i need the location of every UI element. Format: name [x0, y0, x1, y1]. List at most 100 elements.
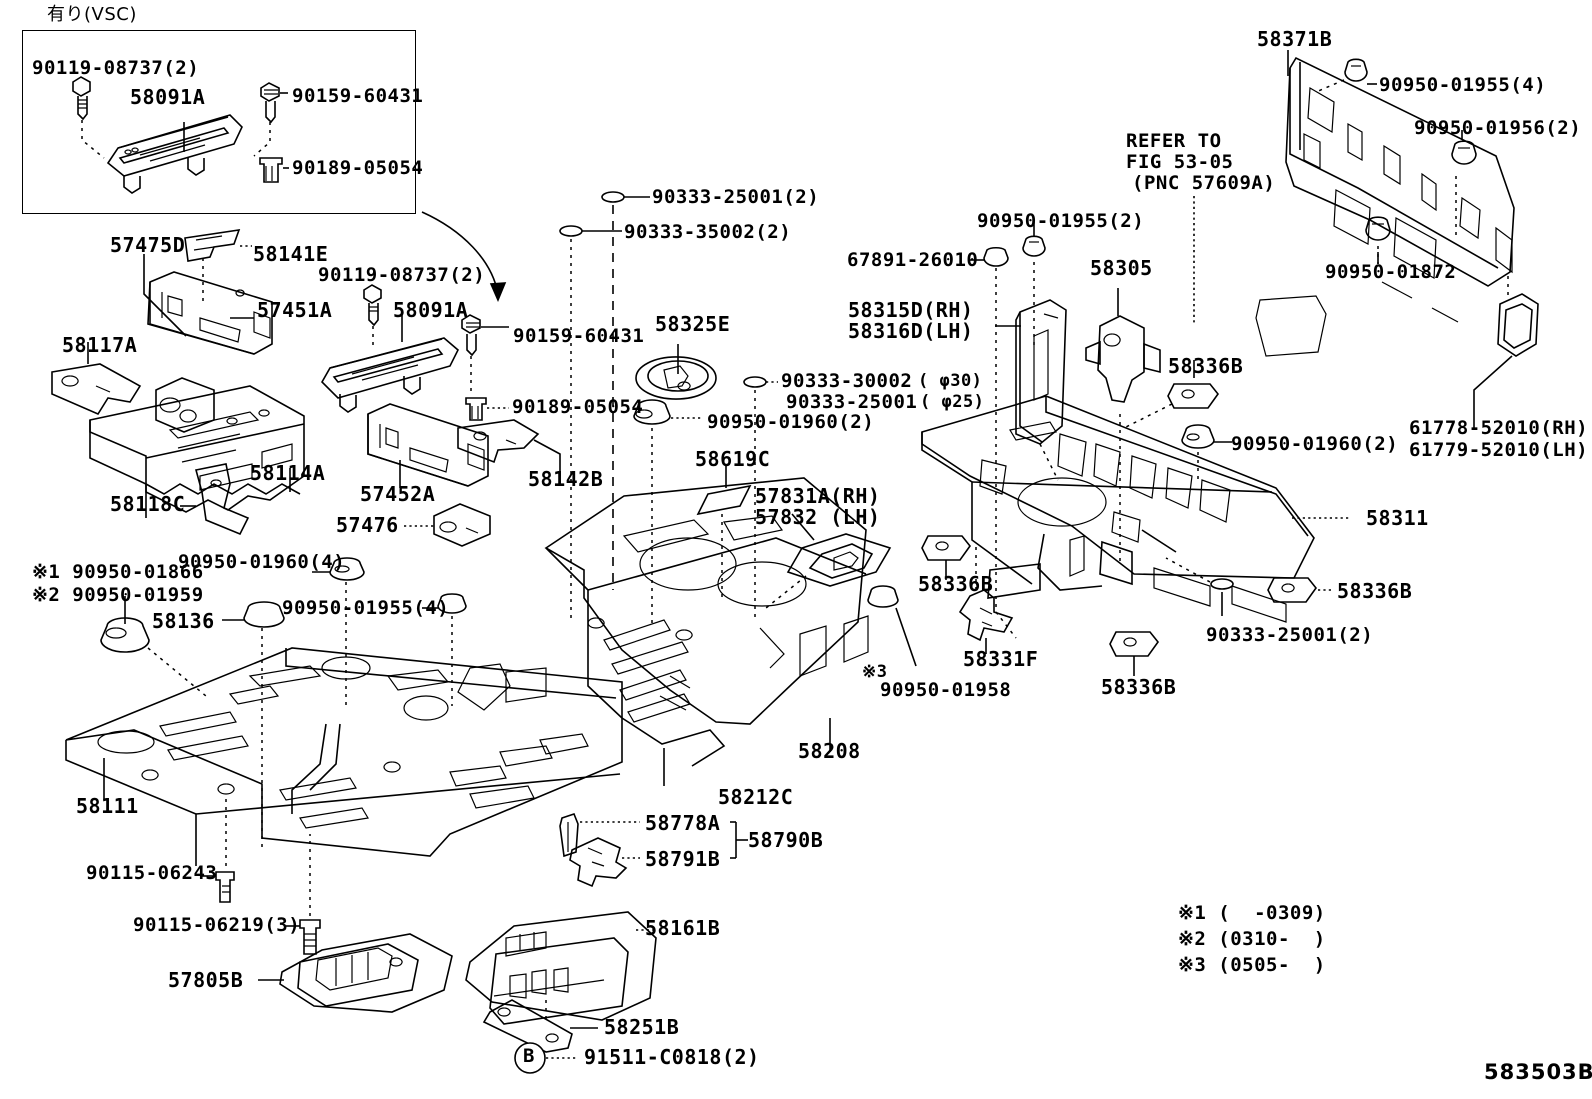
label-58331F: 58331F: [963, 647, 1039, 671]
label-58208: 58208: [798, 739, 861, 763]
label-90333-25001-top: 90333-25001(2): [652, 186, 820, 208]
label-90333-25001-dia: ( φ25): [920, 392, 985, 412]
plug-67891-icon: [983, 246, 1009, 267]
label-90333-25001-d: 90333-25001: [786, 391, 918, 413]
label-90333-30002: 90333-30002: [781, 370, 913, 392]
label-circle-b: B: [523, 1045, 535, 1067]
nut-90950-01872-icon: [1365, 216, 1391, 241]
bolt-90115-06219-icon: [299, 919, 321, 955]
label-57452A: 57452A: [360, 482, 436, 506]
label-refer-l2: FIG 53-05: [1126, 151, 1234, 173]
label-58118C: 58118C: [110, 492, 186, 516]
part-58208-icon: [544, 477, 869, 767]
bolt-90119-2-icon: [363, 284, 382, 327]
footnote-3: ※3 (0505- ): [1178, 954, 1326, 976]
part-58311-icon: [921, 395, 1315, 623]
label-90950-01955-4: 90950-01955(4): [282, 597, 450, 619]
leader-57475D: [143, 254, 187, 337]
bolt-90115-06243-icon: [215, 871, 235, 903]
grommet-90950-01958-icon: [867, 585, 899, 608]
label-90333-25001-r: 90333-25001(2): [1206, 624, 1374, 646]
plug-90333-35002-icon: [559, 225, 583, 237]
label-refer-l1: REFER TO: [1126, 130, 1222, 152]
label-58141E: 58141E: [253, 242, 329, 266]
label-58136: 58136: [152, 609, 215, 633]
label-vsc-58091A: 58091A: [130, 85, 206, 109]
clip-58336B-b-icon: [921, 535, 972, 561]
vsc-leader-90159-b: [253, 122, 271, 157]
part-57452A-icon: [367, 403, 489, 487]
label-90950-01960-2: 90950-01960(2): [707, 411, 875, 433]
diagram-code: 583503B: [1484, 1060, 1592, 1084]
label-90159-60431-2: 90159-60431: [513, 325, 645, 347]
leader-90333-25001-r2: [1141, 529, 1177, 553]
part-57831A-icon: [786, 533, 892, 587]
vsc-bolt-90119-icon: [72, 76, 91, 121]
label-vsc-90119-08737: 90119-08737(2): [32, 57, 200, 79]
clip-58336B-d-icon: [1267, 577, 1318, 603]
label-90333-30002-dia: ( φ30): [918, 371, 983, 391]
vsc-inset-box: [22, 30, 416, 214]
label-57476: 57476: [336, 513, 399, 537]
vsc-box-title: 有り(VSC): [47, 4, 137, 25]
leader-90950-01958: [895, 607, 917, 667]
label-90950-01958: 90950-01958: [880, 679, 1012, 701]
label-90950-01955-4r: 90950-01955(4): [1379, 74, 1547, 96]
label-58790B: 58790B: [748, 828, 824, 852]
part-57475D-icon: [155, 377, 215, 433]
leader-note12-dash: [147, 647, 207, 697]
label-90115-06219-3: 90115-06219(3): [133, 914, 301, 936]
label-67891-26010: 67891-26010: [847, 249, 979, 271]
vsc-bolt-90159-icon: [260, 82, 280, 124]
label-58111: 58111: [76, 794, 139, 818]
part-58305-icon: [1085, 315, 1161, 403]
label-58212C: 58212C: [718, 785, 794, 809]
circle-b-icon: [514, 1042, 546, 1074]
inset-arrow-head: [489, 282, 507, 303]
grommet-90950-01960-4-icon: [329, 557, 365, 581]
label-58778A: 58778A: [645, 811, 721, 835]
grommet-90950-01960-2r-icon: [1181, 424, 1215, 449]
part-58325E-icon: [635, 356, 717, 400]
part-58619C-icon: [696, 484, 752, 516]
nut-90950-01955-4r-icon: [1344, 58, 1368, 82]
plug-90333-30002-icon: [743, 376, 767, 388]
part-58118C-icon: [195, 463, 250, 536]
grommet-58136-icon: [243, 601, 285, 628]
label-90950-01955-2c: 90950-01955(2): [977, 210, 1145, 232]
part-57805B-icon: [279, 933, 453, 1013]
label-58305: 58305: [1090, 256, 1153, 280]
label-58325E: 58325E: [655, 312, 731, 336]
label-90950-01960-2r: 90950-01960(2): [1231, 433, 1399, 455]
grommet-90950-01955-4-icon: [437, 593, 467, 614]
part-58141E-icon: [184, 229, 241, 262]
leader-67891-dash: [995, 268, 1017, 639]
label-90115-06243: 90115-06243: [86, 862, 218, 884]
label-58336B-b: 58336B: [918, 572, 994, 596]
leader-58142B: [533, 439, 561, 476]
footnote-1: ※1 ( -0309): [1178, 902, 1326, 924]
leader-57831A: [791, 513, 815, 541]
label-note1-90950-01866: ※1 90950-01866: [32, 561, 204, 583]
label-58251B: 58251B: [604, 1015, 680, 1039]
nut-90950-01955-2-icon: [1022, 235, 1046, 257]
leader-61778: [1473, 355, 1513, 428]
grommet-note12-icon: [100, 617, 150, 653]
part-57451A-icon: [147, 271, 273, 355]
grommet-90950-01960-center-icon: [633, 399, 671, 425]
label-61779-52010-LH: 61779-52010(LH): [1409, 439, 1589, 461]
clip-90189-2-icon: [465, 397, 487, 421]
nut-90950-01956-2-icon: [1451, 140, 1477, 165]
vsc-leader-1: [81, 120, 105, 159]
label-58791B: 58791B: [645, 847, 721, 871]
part-61778-icon: [1497, 293, 1539, 357]
label-58117A: 58117A: [62, 333, 138, 357]
part-58117A-icon: [51, 363, 142, 416]
label-90950-01956-2: 90950-01956(2): [1414, 117, 1582, 139]
bolt-90159-2-icon: [461, 314, 481, 357]
part-58315D-icon: [1015, 299, 1067, 445]
label-58336B-c: 58336B: [1101, 675, 1177, 699]
part-57476-icon: [433, 503, 491, 547]
